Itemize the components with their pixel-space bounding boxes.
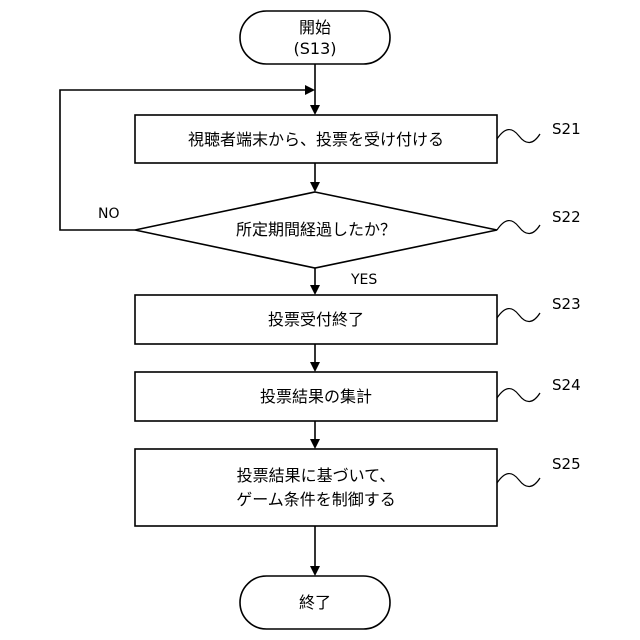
arrowhead-end bbox=[310, 566, 320, 576]
s21-step-code: S21 bbox=[552, 120, 581, 138]
s23-label: 投票受付終了 bbox=[268, 310, 364, 329]
end-label: 終了 bbox=[299, 593, 331, 612]
start-step-code: (S13) bbox=[294, 39, 337, 58]
s22-leader-line bbox=[497, 221, 540, 234]
no-branch-label: NO bbox=[98, 206, 120, 222]
s25-leader-line bbox=[497, 474, 540, 487]
arrowhead-s23 bbox=[310, 285, 320, 295]
s22-step-code: S22 bbox=[552, 208, 581, 226]
s24-label: 投票結果の集計 bbox=[260, 387, 372, 406]
arrowhead-s21 bbox=[310, 105, 320, 115]
s23-leader-line bbox=[497, 309, 540, 322]
arrowhead-s25 bbox=[310, 439, 320, 449]
no-loop-arrowhead bbox=[305, 85, 315, 95]
arrowhead-s24 bbox=[310, 362, 320, 372]
start-label: 開始 bbox=[299, 18, 331, 37]
s23-step-code: S23 bbox=[552, 295, 581, 313]
s25-label-line2: ゲーム条件を制御する bbox=[236, 490, 396, 509]
s21-leader-line bbox=[497, 130, 540, 143]
arrowhead-s22 bbox=[310, 182, 320, 192]
s22-label: 所定期間経過したか？ bbox=[236, 220, 396, 239]
s24-step-code: S24 bbox=[552, 376, 581, 394]
yes-branch-label: YES bbox=[350, 272, 377, 288]
s25-process-box bbox=[135, 449, 497, 526]
s21-label: 視聴者端末から、投票を受け付ける bbox=[188, 130, 444, 149]
s25-step-code: S25 bbox=[552, 455, 581, 473]
s24-leader-line bbox=[497, 389, 540, 402]
s25-label-line1: 投票結果に基づいて、 bbox=[237, 466, 396, 485]
